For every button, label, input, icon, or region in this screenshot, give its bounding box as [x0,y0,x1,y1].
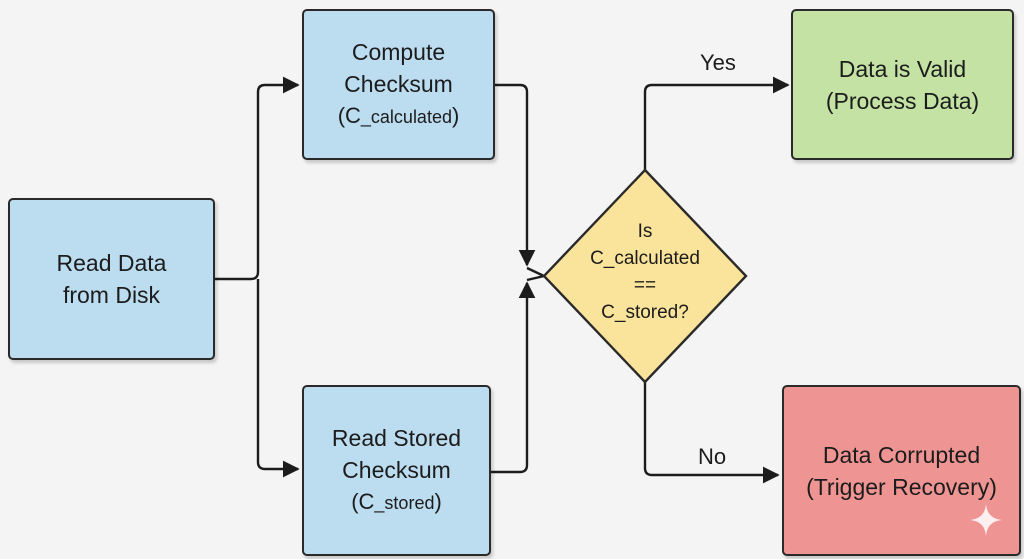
edge-compute-to-decision [495,83,536,267]
compute-checksum-label-line1: Compute [351,39,446,65]
compute-checksum-var-close: ) [451,103,460,128]
data-corrupted-label-line1: Data Corrupted [822,441,981,468]
edge-label-no: No [698,444,727,469]
read-stored-label-line2: Checksum [342,457,451,483]
compute-checksum-variable: (C_calculated) [338,100,460,133]
read-stored-label-line1: Read Stored [331,425,462,451]
read-data-label-line2: from Disk [62,282,161,308]
decision-label-line3: == [633,275,657,296]
data-valid-node: Data is Valid (Process Data) [791,9,1014,160]
edge-label-yes: Yes [700,50,736,75]
read-stored-var-close: ) [434,489,442,514]
read-stored-var-name: _stored [374,493,435,513]
edge-read-to-compute [215,76,300,281]
read-stored-var-open: (C [351,489,375,514]
edge-stored-to-decision [491,281,536,474]
data-corrupted-label-line2: (Trigger Recovery) [806,473,997,500]
decision-label: Is C_calculated == C_stored? [572,218,718,326]
read-data-label-line1: Read Data [56,250,167,276]
compute-checksum-var-open: (C [337,103,361,128]
edge-read-to-stored [256,279,300,478]
decision-label-line4: C_stored? [601,302,689,323]
data-valid-label-line1: Data is Valid [838,55,967,82]
read-data-node: Read Data from Disk [8,198,215,360]
data-valid-label-line2: (Process Data) [825,87,980,114]
data-corrupted-node: Data Corrupted (Trigger Recovery) [782,385,1021,556]
decision-label-line1: Is [637,221,653,242]
sparkle-icon [970,504,1002,536]
decision-diamond [542,168,748,384]
edge-decision-merge [526,266,548,282]
compute-checksum-label-line2: Checksum [344,71,453,97]
read-stored-node: Read Stored Checksum (C_stored) [302,385,491,556]
compute-checksum-node: Compute Checksum (C_calculated) [302,9,495,160]
edge-decision-to-corrupted [643,382,780,484]
edge-decision-to-valid [643,76,790,170]
read-stored-variable: (C_stored) [351,486,442,519]
compute-checksum-var-name: _calculated [360,107,452,127]
decision-label-line2: C_calculated [590,248,700,269]
